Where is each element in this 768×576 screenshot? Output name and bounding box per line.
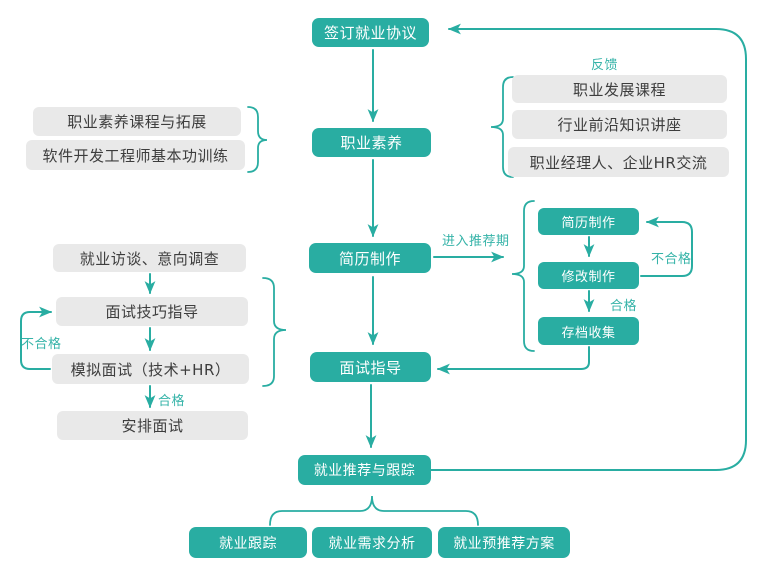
node-job-recommend-tracking: 就业推荐与跟踪 [298,455,431,485]
node-manager-hr-exchange: 职业经理人、企业HR交流 [508,147,729,177]
node-resume-make-sub: 简历制作 [538,208,639,235]
node-job-demand-analysis: 就业需求分析 [312,527,432,558]
node-mock-interview: 模拟面试（技术+HR） [52,354,249,384]
node-career-dev-course: 职业发展课程 [512,75,727,103]
label-pass-right: 合格 [610,299,638,314]
label-feedback: 反馈 [591,58,619,73]
node-job-tracking: 就业跟踪 [189,527,307,558]
node-interview-guidance: 面试指导 [310,352,431,382]
label-pass-left: 合格 [158,394,186,409]
node-career-quality: 职业素养 [312,128,431,157]
label-fail-right: 不合格 [651,252,692,267]
node-arrange-interview: 安排面试 [57,411,248,440]
label-enter-recommend-period: 进入推荐期 [442,234,510,249]
node-job-pre-recommend-plan: 就业预推荐方案 [438,527,570,558]
node-sign-agreement: 签订就业协议 [312,18,429,47]
node-software-engineer-basic-training: 软件开发工程师基本功训练 [26,140,245,170]
node-quality-course-expand: 职业素养课程与拓展 [33,107,241,136]
node-archive-collect: 存档收集 [538,317,639,345]
node-resume-making: 简历制作 [309,243,431,273]
node-employment-survey: 就业访谈、意向调查 [53,244,246,272]
node-industry-frontier-lecture: 行业前沿知识讲座 [512,110,727,139]
node-interview-skill-guidance: 面试技巧指导 [56,297,248,326]
label-fail-left: 不合格 [21,337,62,352]
node-resume-revise: 修改制作 [538,262,639,289]
